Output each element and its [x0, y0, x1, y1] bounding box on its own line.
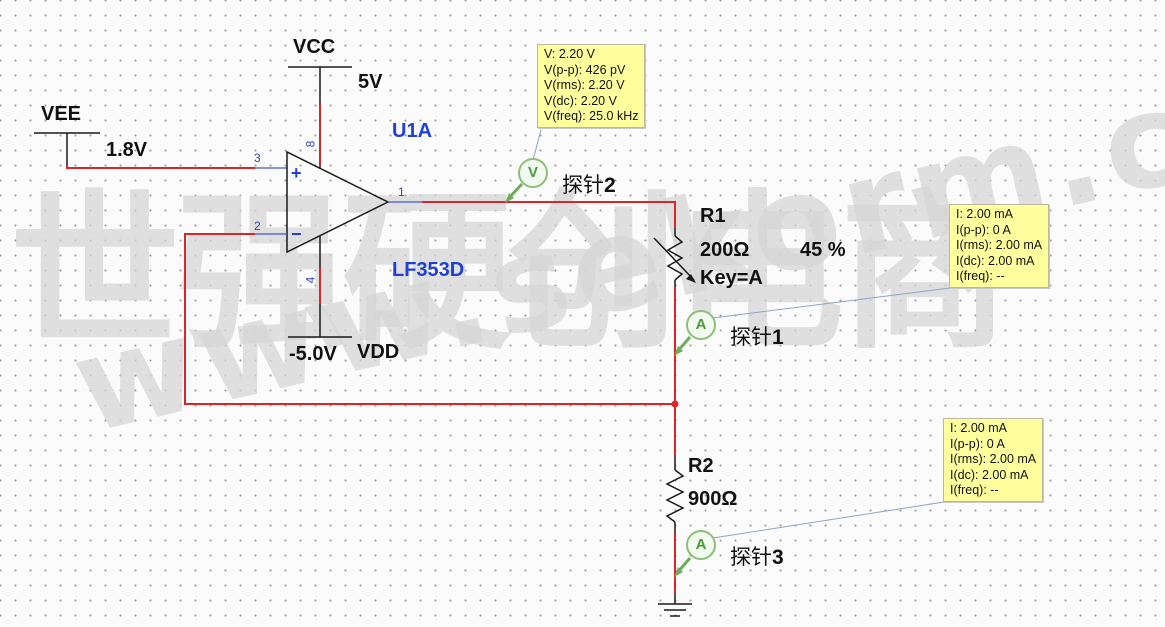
opamp-minus-sign: − — [291, 224, 302, 244]
opamp-triangle[interactable] — [286, 150, 390, 254]
r2-value: 900Ω — [688, 488, 738, 510]
wire-output[interactable] — [422, 201, 676, 228]
probe2-pointer — [505, 182, 524, 203]
probe1-ammeter-icon[interactable]: A — [686, 310, 716, 340]
pin-3-label: 3 — [254, 151, 261, 165]
r1-key: Key=A — [700, 267, 763, 289]
watermark-chinese: 世强硬创电商 — [10, 175, 1010, 373]
vcc-label: VCC — [293, 36, 336, 58]
r1-ref: R1 — [700, 205, 726, 227]
probe3-label: 探针3 — [730, 545, 784, 569]
probe3-pointer — [674, 557, 692, 577]
ground-symbol[interactable] — [658, 594, 692, 617]
probe3-readout-tooltip: I: 2.00 mA I(p-p): 0 A I(rms): 2.00 mA I… — [943, 418, 1044, 502]
wire-vee-pin3[interactable] — [66, 166, 255, 169]
vee-label: VEE — [41, 103, 82, 125]
vcc-value: 5V — [358, 71, 383, 93]
junction-dot — [671, 400, 679, 408]
probe2-label: 探针2 — [562, 173, 616, 197]
probe2-voltmeter-icon[interactable]: V — [518, 158, 548, 188]
wire-feedback[interactable] — [184, 233, 675, 405]
pin-8-label: 8 — [303, 140, 318, 148]
pin-4-label: 4 — [303, 276, 318, 284]
probe1-pointer — [674, 336, 692, 356]
probe1-label: 探针1 — [730, 325, 784, 349]
probe1-leader — [712, 287, 951, 319]
opamp-model: LF353D — [392, 259, 465, 281]
probe3-leader — [712, 501, 945, 539]
r1-resistor[interactable] — [653, 228, 696, 288]
r1-value: 200Ω — [700, 239, 750, 261]
vdd-symbol[interactable] — [288, 304, 352, 338]
vdd-label: VDD — [357, 341, 400, 363]
vcc-symbol[interactable] — [288, 66, 352, 103]
r1-percent: 45 % — [800, 239, 846, 261]
probe2-readout-tooltip: V: 2.20 V V(p-p): 426 pV V(rms): 2.20 V … — [537, 44, 646, 128]
r2-ref: R2 — [688, 455, 714, 477]
opamp-plus-sign: + — [291, 163, 302, 183]
pin-1-label: 1 — [398, 185, 405, 199]
pin-2-label: 2 — [254, 219, 261, 233]
opamp-ref: U1A — [392, 120, 433, 142]
r2-resistor[interactable] — [665, 455, 685, 534]
probe3-ammeter-icon[interactable]: A — [686, 530, 716, 560]
vdd-value: -5.0V — [289, 343, 337, 365]
vee-symbol[interactable] — [34, 132, 100, 166]
vee-value: 1.8V — [106, 139, 148, 161]
probe1-readout-tooltip: I: 2.00 mA I(p-p): 0 A I(rms): 2.00 mA I… — [949, 204, 1050, 288]
probe2-leader — [532, 129, 542, 161]
